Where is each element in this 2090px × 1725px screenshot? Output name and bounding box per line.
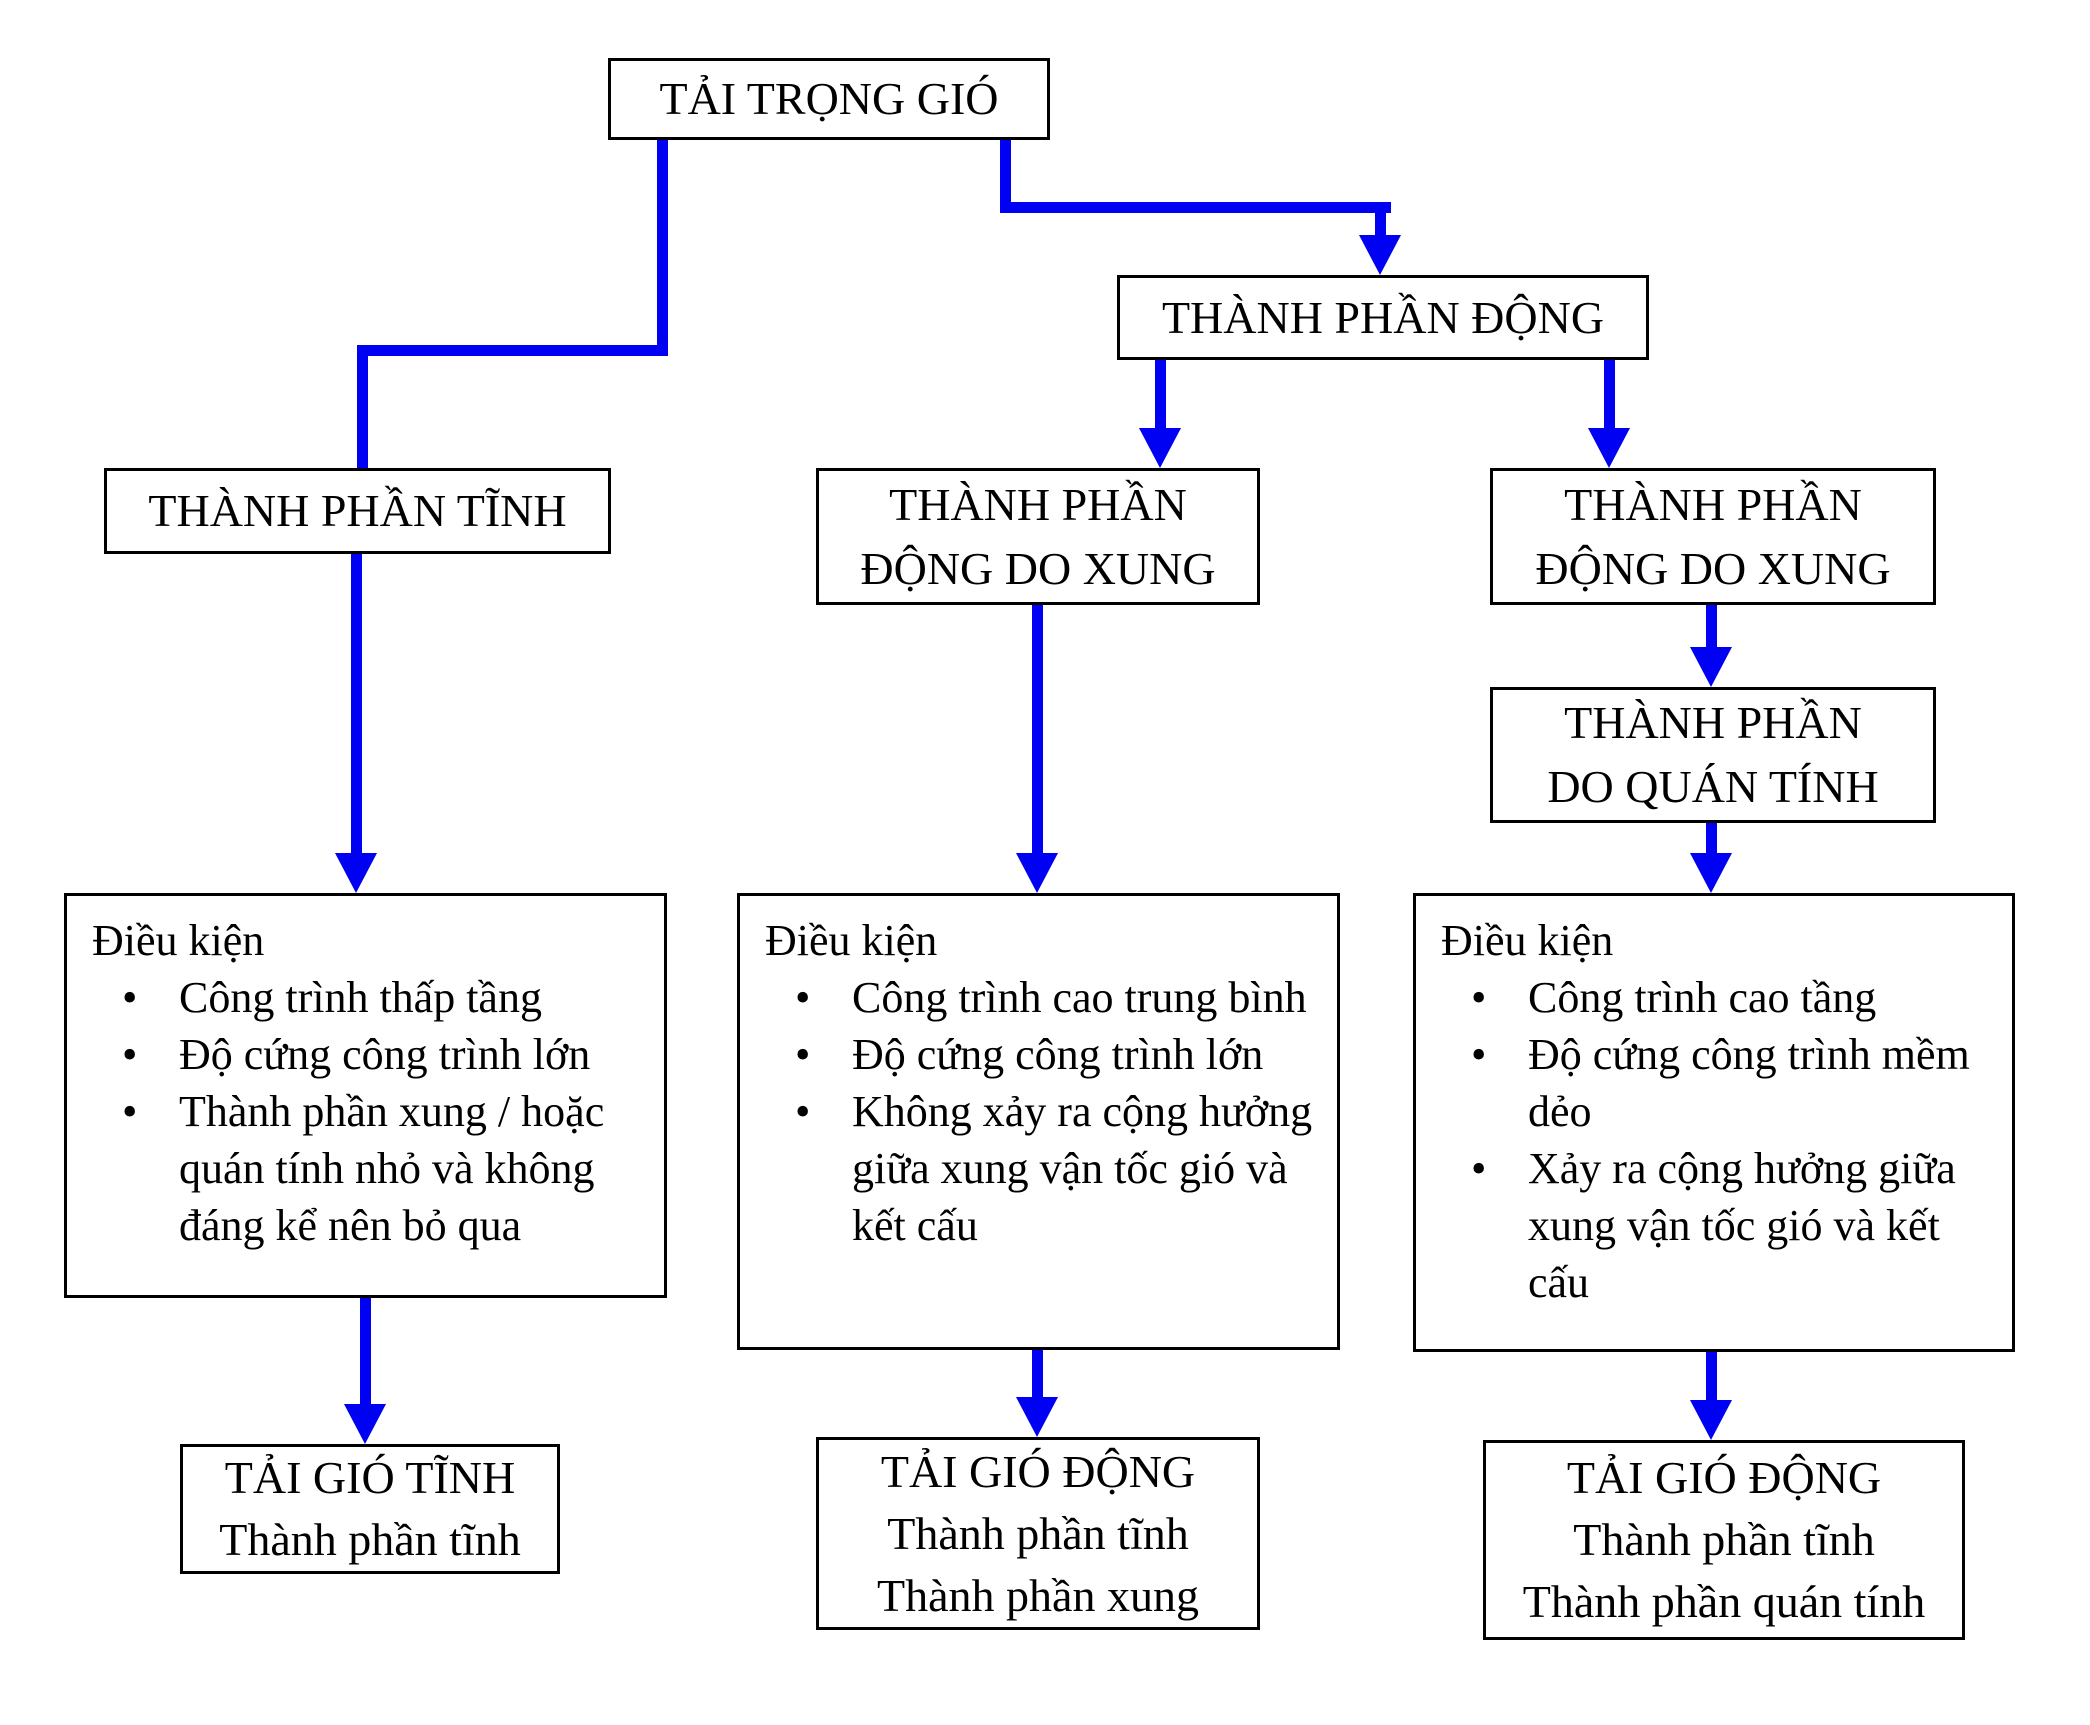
bullet-icon: • [122,1087,138,1136]
condition-bullet-text: Độ cứng công trình lớn [852,1030,1264,1079]
condition-bullet: • Công trình cao tầng [1416,969,2004,1026]
condition-bullet-text: Công trình cao tầng [1528,973,1877,1022]
node-tai-trong-gio: TẢI TRỌNG GIÓ [608,58,1050,140]
condition-bullet-text: Không xảy ra cộng hưởng giữa xung vận tố… [852,1087,1313,1250]
connector-root-to-dynamic-v1 [1000,140,1011,213]
bullet-icon: • [795,1030,811,1079]
node-label-line: ĐỘNG DO XUNG [1535,542,1891,594]
connector-dynamic-to-gust-mid [1155,360,1166,432]
result-box-tai-gio-tinh: TẢI GIÓ TĨNH Thành phần tĩnh [180,1444,560,1574]
condition-bullet-text: Độ cứng công trình lớn [179,1030,591,1079]
connector-cond-to-result-static [360,1298,371,1408]
connector-cond-to-result-inertia [1706,1352,1717,1404]
arrow-down-icon [1690,853,1732,893]
connector-root-to-dynamic-h [1000,202,1391,213]
result-line: Thành phần xung [877,1569,1199,1621]
node-thanh-phan-tinh: THÀNH PHẦN TĨNH [104,468,611,554]
connector-gust-right-to-inertia [1706,605,1717,651]
condition-bullet-text: Công trình cao trung bình [852,973,1307,1022]
connector-inertia-to-cond [1706,823,1717,857]
connector-dynamic-to-gust-right [1604,360,1615,432]
bullet-icon: • [795,1087,811,1136]
node-label: THÀNH PHẦN ĐỘNG [1161,291,1605,343]
bullet-icon: • [1471,1144,1487,1193]
node-dong-do-xung-right: THÀNH PHẦN ĐỘNG DO XUNG [1490,468,1936,605]
bullet-icon: • [795,973,811,1022]
condition-bullet: • Xảy ra cộng hưởng giữa xung vận tốc gi… [1416,1140,2004,1311]
connector-root-to-static-v1 [657,140,668,356]
node-label-line: ĐỘNG DO XUNG [860,542,1216,594]
condition-title: Điều kiện [1441,916,1614,965]
result-line: Thành phần tĩnh [219,1514,521,1565]
bullet-icon: • [1471,973,1487,1022]
node-label: TẢI TRỌNG GIÓ [659,73,999,124]
condition-bullet-text: Thành phần xung / hoặc quán tính nhỏ và … [179,1087,605,1250]
result-box-tai-gio-dong-quan-tinh: TẢI GIÓ ĐỘNG Thành phần tĩnh Thành phần … [1483,1440,1965,1640]
node-label-line: THÀNH PHẦN [1564,697,1862,748]
condition-bullet: • Công trình thấp tầng [67,969,656,1026]
arrow-down-icon [1016,853,1058,893]
arrow-down-icon [1016,1397,1058,1437]
result-box-tai-gio-dong-xung: TẢI GIÓ ĐỘNG Thành phần tĩnh Thành phần … [816,1437,1260,1630]
connector-root-to-static-h [357,345,668,356]
arrow-down-icon [1139,428,1181,468]
connector-static-to-cond [351,554,362,857]
condition-bullet-text: Công trình thấp tầng [179,973,542,1022]
condition-bullet: • Độ cứng công trình lớn [67,1026,656,1083]
node-thanh-phan-dong: THÀNH PHẦN ĐỘNG [1117,275,1649,360]
condition-box-gust: Điều kiện • Công trình cao trung bình • … [737,893,1340,1350]
result-line: Thành phần tĩnh [887,1507,1189,1559]
arrow-down-icon [1588,428,1630,468]
node-do-quan-tinh: THÀNH PHẦN DO QUÁN TÍNH [1490,687,1936,823]
condition-bullet: • Độ cứng công trình mềm dẻo [1416,1026,2004,1140]
node-label-line: THÀNH PHẦN [889,478,1187,530]
node-label-line: THÀNH PHẦN [1564,478,1862,530]
condition-box-static: Điều kiện • Công trình thấp tầng • Độ cứ… [64,893,667,1298]
condition-box-inertia: Điều kiện • Công trình cao tầng • Độ cứn… [1413,893,2015,1352]
result-line: Thành phần quán tính [1522,1576,1926,1627]
result-title: TẢI GIÓ ĐỘNG [880,1445,1196,1497]
bullet-icon: • [122,1030,138,1079]
condition-bullet: • Thành phần xung / hoặc quán tính nhỏ v… [67,1083,656,1254]
result-title: TẢI GIÓ TĨNH [224,1452,516,1503]
condition-bullet-text: Xảy ra cộng hưởng giữa xung vận tốc gió … [1528,1144,1956,1307]
arrow-down-icon [335,853,377,893]
node-label: THÀNH PHẦN TĨNH [148,485,567,536]
result-line: Thành phần tĩnh [1573,1514,1875,1565]
condition-bullet: • Công trình cao trung bình [740,969,1329,1026]
connector-root-to-static-v2 [357,345,368,468]
connector-cond-to-result-gust [1032,1350,1043,1401]
connector-root-to-dynamic-v2 [1375,202,1386,240]
node-label-line: DO QUÁN TÍNH [1547,761,1879,812]
arrow-down-icon [1359,235,1401,275]
condition-bullet: • Độ cứng công trình lớn [740,1026,1329,1083]
condition-title: Điều kiện [92,916,265,965]
arrow-down-icon [1690,1400,1732,1440]
condition-bullet: • Không xảy ra cộng hưởng giữa xung vận … [740,1083,1329,1254]
condition-title: Điều kiện [765,916,938,965]
condition-bullet-text: Độ cứng công trình mềm dẻo [1528,1030,1970,1136]
result-title: TẢI GIÓ ĐỘNG [1566,1452,1882,1503]
bullet-icon: • [122,973,138,1022]
connector-gust-mid-to-cond [1032,605,1043,857]
node-dong-do-xung-mid: THÀNH PHẦN ĐỘNG DO XUNG [816,468,1260,605]
arrow-down-icon [1690,647,1732,687]
arrow-down-icon [344,1404,386,1444]
bullet-icon: • [1471,1030,1487,1079]
